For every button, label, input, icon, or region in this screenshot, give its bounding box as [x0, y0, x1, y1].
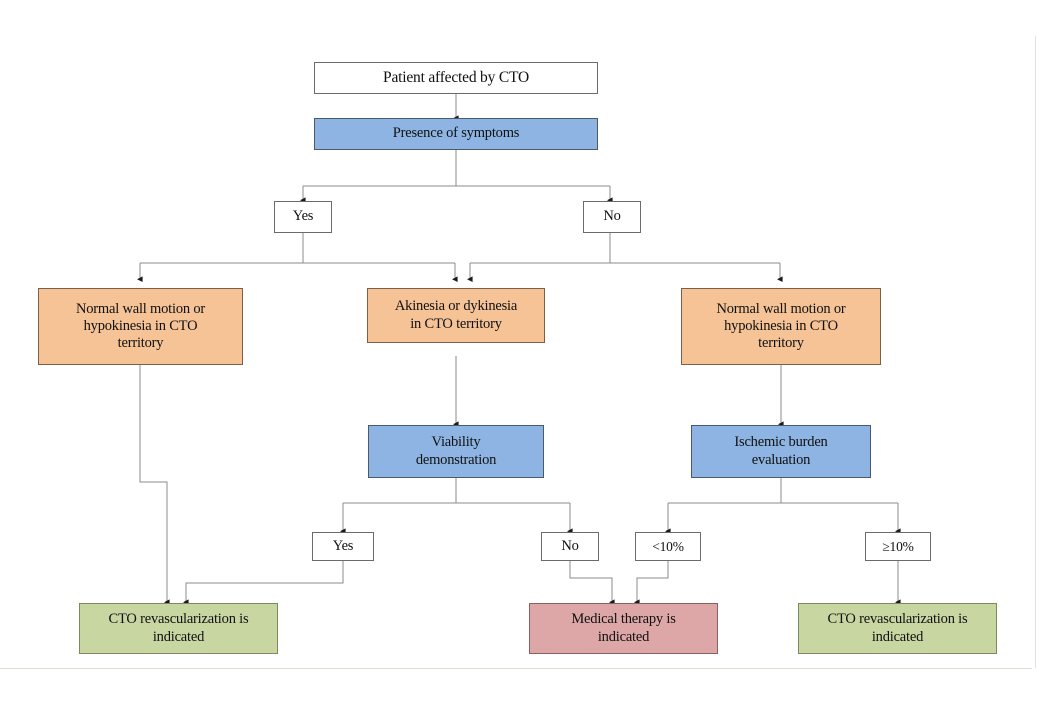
node-label: No	[603, 208, 621, 225]
node-label: Normal wall motion or hypokinesia in CTO…	[75, 300, 206, 352]
node-medical-therapy[interactable]: Medical therapy is indicated	[529, 603, 718, 654]
node-label: No	[561, 537, 579, 554]
node-label: <10%	[652, 538, 684, 554]
node-viability-demonstration[interactable]: Viability demonstration	[368, 425, 544, 478]
node-ischemic-burden-high[interactable]: ≥10%	[865, 532, 931, 561]
node-label: Yes	[292, 208, 314, 225]
node-normal-wall-motion-right[interactable]: Normal wall motion or hypokinesia in CTO…	[681, 288, 881, 365]
node-ischemic-burden-low[interactable]: <10%	[635, 532, 701, 561]
node-patient-affected-by-cto[interactable]: Patient affected by CTO	[314, 62, 598, 94]
node-label: ≥10%	[882, 538, 914, 554]
node-label: Yes	[332, 537, 354, 554]
node-cto-revascularization-right[interactable]: CTO revascularization is indicated	[798, 603, 997, 654]
node-label: Viability demonstration	[415, 434, 497, 468]
edge-low-to-medical	[634, 561, 669, 605]
node-label: CTO revascularization is indicated	[827, 611, 968, 645]
node-viability-no[interactable]: No	[541, 532, 599, 561]
bottom-divider	[0, 668, 1032, 669]
node-normal-wall-motion-left[interactable]: Normal wall motion or hypokinesia in CTO…	[38, 288, 243, 365]
node-label: Akinesia or dykinesia in CTO territory	[394, 298, 518, 332]
edge-viability-no-to-medical	[569, 561, 615, 605]
node-akinesia-or-dykinesia[interactable]: Akinesia or dykinesia in CTO territory	[367, 288, 545, 343]
node-symptoms-yes[interactable]: Yes	[274, 201, 332, 233]
edge-viability-yes-to-revasc-left	[183, 561, 344, 605]
edge-wall-left-to-revasc-left	[139, 365, 170, 605]
node-label: Medical therapy is indicated	[571, 611, 676, 645]
node-viability-yes[interactable]: Yes	[312, 532, 374, 561]
node-label: Normal wall motion or hypokinesia in CTO…	[716, 300, 846, 352]
node-label: Ischemic burden evaluation	[734, 434, 828, 468]
node-label: Presence of symptoms	[392, 125, 520, 142]
node-ischemic-burden-evaluation[interactable]: Ischemic burden evaluation	[691, 425, 871, 478]
node-label: Patient affected by CTO	[383, 68, 529, 86]
node-symptoms-no[interactable]: No	[583, 201, 641, 233]
node-cto-revascularization-left[interactable]: CTO revascularization is indicated	[79, 603, 278, 654]
node-presence-of-symptoms[interactable]: Presence of symptoms	[314, 118, 598, 150]
node-label: CTO revascularization is indicated	[108, 611, 249, 645]
right-divider	[1035, 36, 1036, 668]
